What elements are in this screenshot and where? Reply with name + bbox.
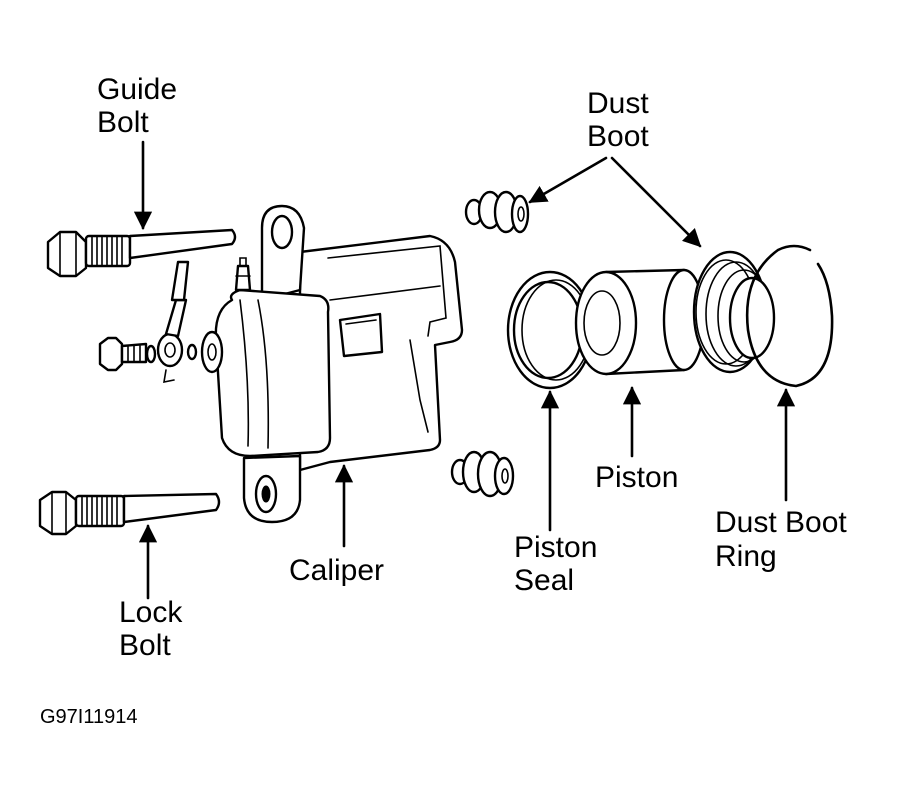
label-caliper: Caliper xyxy=(289,554,384,587)
label-lock-bolt-line1: Lock xyxy=(119,596,183,629)
piston-dust-boot xyxy=(692,250,776,374)
label-dust-boot-line2: Boot xyxy=(587,120,649,153)
label-piston-seal-line2: Seal xyxy=(514,564,574,597)
label-dust-boot-line1: Dust xyxy=(587,87,649,120)
piston xyxy=(574,268,706,376)
dust-boot-lower xyxy=(450,450,515,498)
lock-bolt xyxy=(38,490,221,536)
dust-boot-upper xyxy=(464,190,530,234)
guide-bolt xyxy=(46,228,237,278)
label-guide-bolt-line2: Bolt xyxy=(97,106,149,139)
leader-lines xyxy=(133,140,796,600)
caliper xyxy=(200,204,464,524)
dust-boot-arrow-1 xyxy=(528,156,608,204)
brake-hose-fitting xyxy=(98,260,198,384)
dust-boot-arrow-2 xyxy=(610,156,702,248)
label-piston: Piston xyxy=(595,461,678,494)
label-dust-boot-ring-line2: Ring xyxy=(715,540,777,573)
label-piston-seal-line1: Piston xyxy=(514,531,597,564)
label-lock-bolt-line2: Bolt xyxy=(119,629,171,662)
label-guide-bolt-line1: Guide xyxy=(97,73,177,106)
figure-code: G97I11914 xyxy=(40,706,138,728)
dust-boot-ring xyxy=(745,244,834,388)
label-dust-boot-ring-line1: Dust Boot xyxy=(715,506,847,539)
